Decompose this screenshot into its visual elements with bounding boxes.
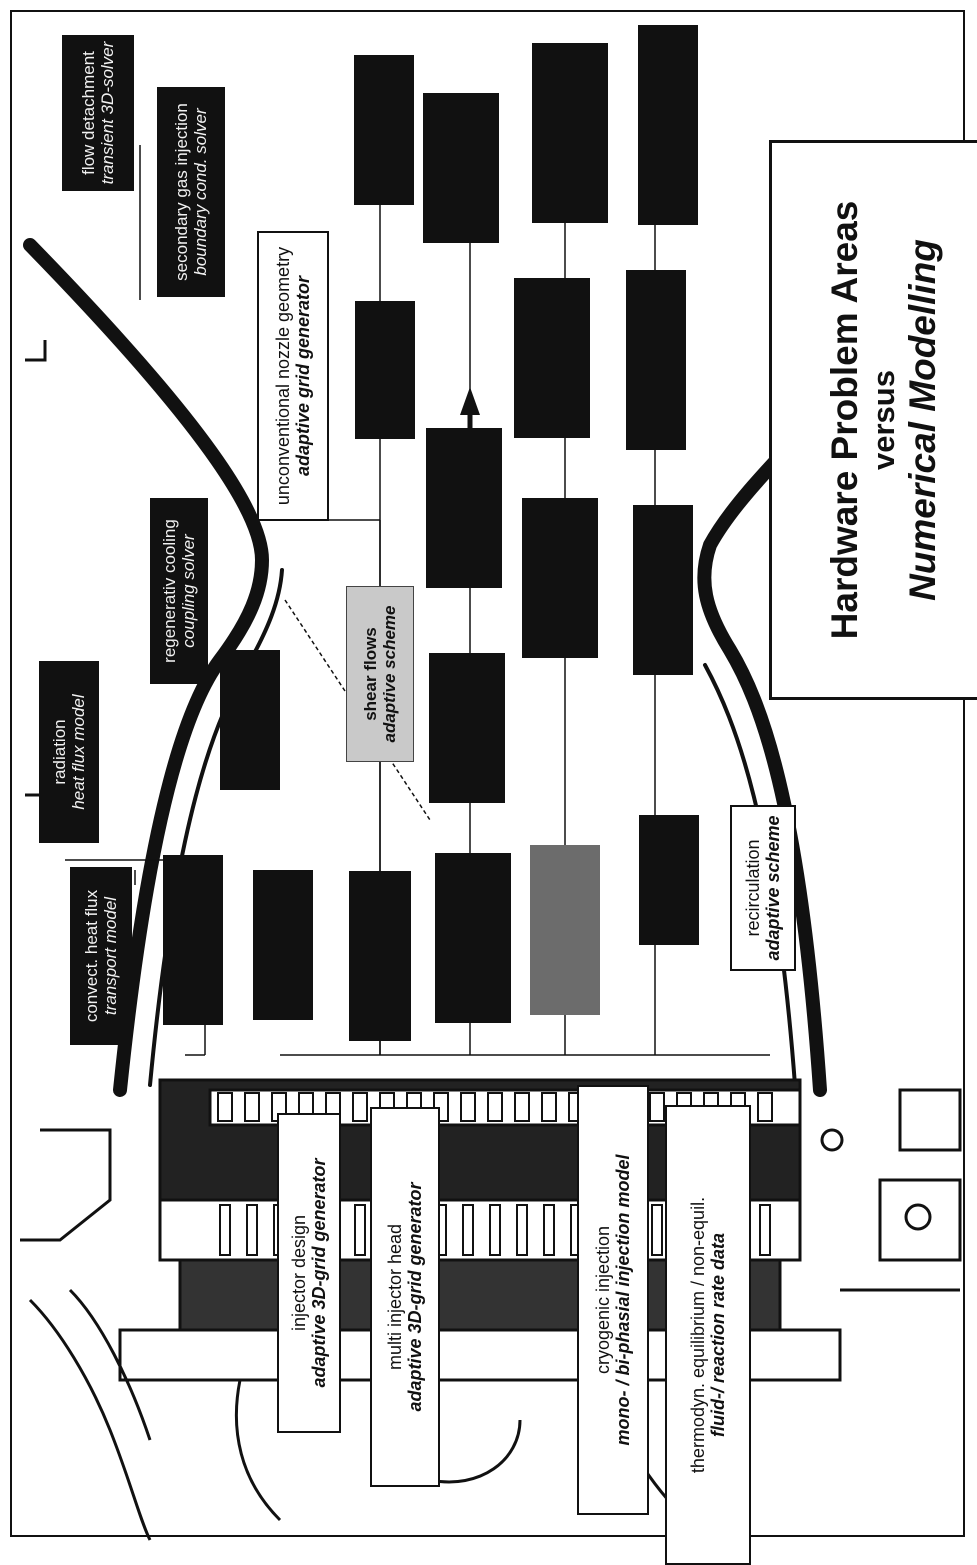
model-block [423,93,499,243]
injector-element [542,1093,556,1121]
injector-element [488,1093,502,1121]
injector-post [517,1205,527,1255]
title-line-3: Numerical Modelling [902,239,945,601]
unconventional-nozzle-box: unconventional nozzle geometry adaptive … [257,231,329,521]
thermodyn-equilibrium-box: thermodyn. equilibrium / non-equil. flui… [665,1105,751,1565]
injector-design-tool: adaptive 3D-grid generator [309,1158,329,1387]
recirculation-scheme: adaptive scheme [763,815,783,960]
regenerative-cooling-label: regenerativ cooling [160,519,179,663]
multi-injector-head-label: multi injector head [385,1224,405,1370]
model-block [633,505,693,675]
regenerative-cooling-solver: coupling solver [179,534,198,647]
cryogenic-injection-label: cryogenic injection [593,1226,613,1374]
model-block [220,650,280,790]
radiation-model: heat flux model [69,694,88,809]
regenerative-cooling-box: regenerativ cooling coupling solver [150,498,208,684]
model-block [435,853,511,1023]
injector-design-box: injector design adaptive 3D-grid generat… [277,1113,341,1433]
injector-post [544,1205,554,1255]
model-block [349,871,411,1041]
unconventional-nozzle-tool: adaptive grid generator [293,276,313,476]
injector-post [652,1205,662,1255]
injector-post [490,1205,500,1255]
multi-injector-head-tool: adaptive 3D-grid generator [405,1182,425,1411]
model-block [253,870,313,1020]
secondary-gas-solver: boundary cond. solver [191,108,210,275]
model-block [354,55,414,205]
recirculation-box: recirculation adaptive scheme [730,805,796,971]
radiation-box: radiation heat flux model [39,661,99,843]
injector-element [515,1093,529,1121]
shear-flows-box: shear flows adaptive scheme [346,586,414,762]
secondary-gas-injection-box: secondary gas injection boundary cond. s… [157,87,225,297]
model-block [532,43,608,223]
model-block [522,498,598,658]
secondary-gas-label: secondary gas injection [172,103,191,281]
thermodyn-equilibrium-label: thermodyn. equilibrium / non-equil. [688,1197,708,1473]
shear-flows-scheme: adaptive scheme [380,606,399,743]
injector-post [355,1205,365,1255]
convect-heat-flux-model: transport model [101,897,120,1015]
injector-post [220,1205,230,1255]
flow-detachment-label: flow detachment [79,51,98,175]
injector-post [463,1205,473,1255]
cryogenic-injection-model: mono- / bi-phasial injection model [613,1155,633,1446]
injector-element [650,1093,664,1121]
unconventional-nozzle-label: unconventional nozzle geometry [273,247,293,505]
model-block [639,815,699,945]
model-block [514,278,590,438]
injector-element [218,1093,232,1121]
model-block [626,270,686,450]
thermodyn-equilibrium-data: fluid-/ reaction rate data [708,1233,728,1437]
convect-heat-flux-label: convect. heat flux [82,890,101,1022]
model-block [426,428,502,588]
cryogenic-injection-box: cryogenic injection mono- / bi-phasial i… [577,1085,649,1515]
injector-post [760,1205,770,1255]
injector-element [461,1093,475,1121]
flow-detachment-solver: transient 3D-solver [98,42,117,185]
injector-post [247,1205,257,1255]
multi-injector-head-box: multi injector head adaptive 3D-grid gen… [370,1107,440,1487]
recirculation-label: recirculation [743,839,763,936]
flow-detachment-box: flow detachment transient 3D-solver [62,35,134,191]
injector-design-label: injector design [289,1215,309,1331]
radiation-label: radiation [50,719,69,784]
model-block-shaded [530,845,600,1015]
injector-element [353,1093,367,1121]
convect-heat-flux-box: convect. heat flux transport model [70,867,132,1045]
model-block [429,653,505,803]
model-block [638,25,698,225]
title-line-2: versus [866,370,902,470]
diagram-title: Hardware Problem Areas versus Numerical … [769,140,977,700]
model-block [163,855,223,1025]
injector-element [758,1093,772,1121]
shear-flows-label: shear flows [361,627,380,721]
title-line-1: Hardware Problem Areas [824,201,867,640]
model-block [355,301,415,439]
injector-element [245,1093,259,1121]
